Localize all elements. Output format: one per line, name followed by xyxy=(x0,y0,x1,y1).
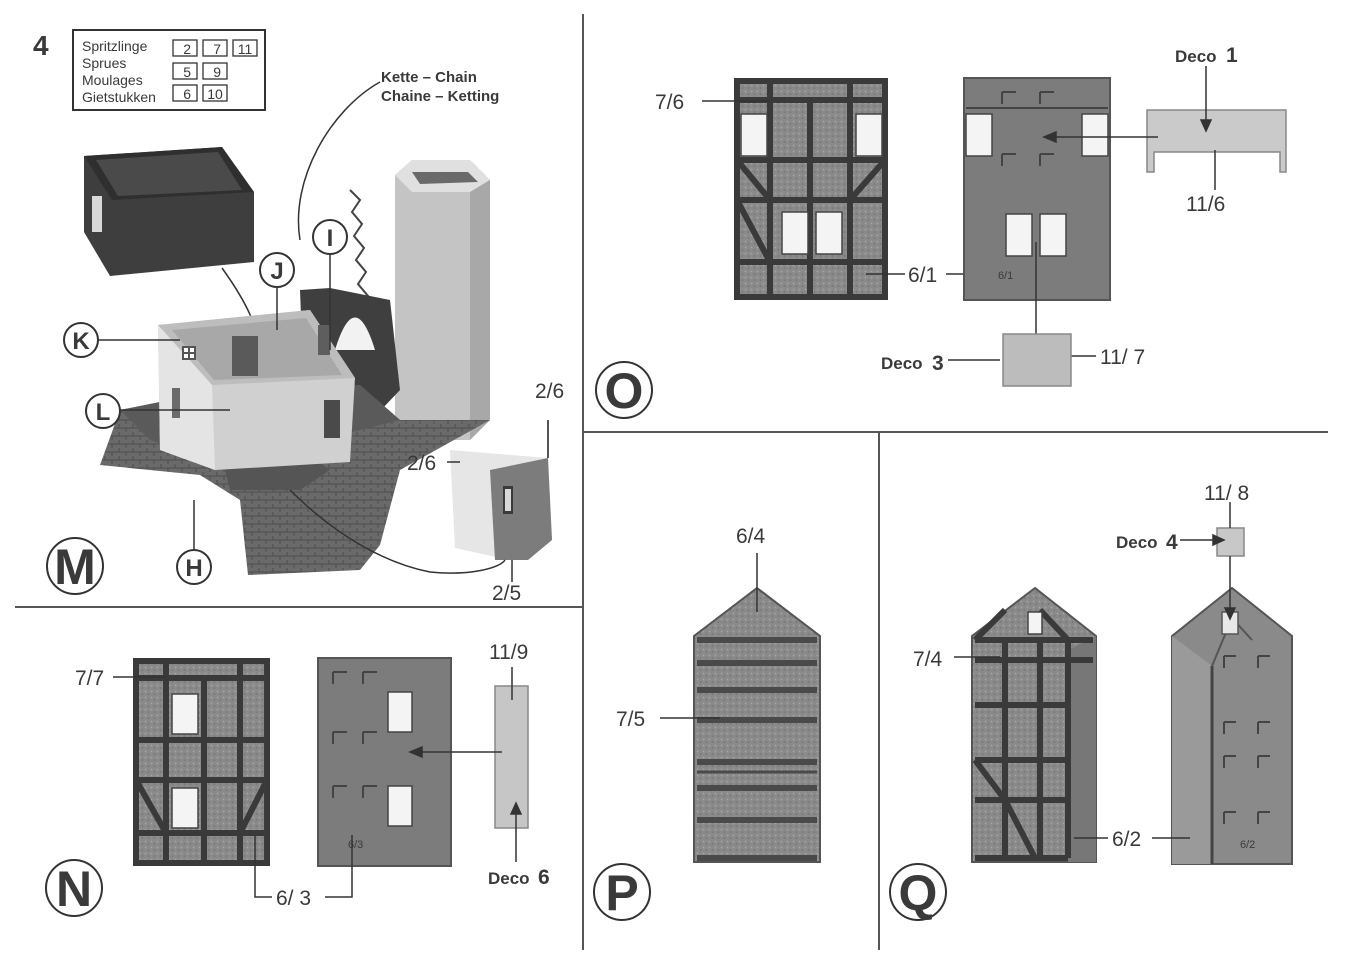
gable-panel-7-5 xyxy=(694,588,820,862)
emboss-6-3: 6/3 xyxy=(348,839,363,851)
step-badge-o: O xyxy=(596,362,652,419)
side-wall-part xyxy=(450,420,552,560)
gable-panel-7-4 xyxy=(972,588,1096,862)
svg-text:O: O xyxy=(605,363,644,419)
label-m-2-5: 2/5 xyxy=(492,582,521,605)
label-q-7-4: 7/4 xyxy=(913,648,943,671)
label-o-7-6: 7/6 xyxy=(655,91,684,114)
house-walls-part xyxy=(158,310,355,470)
legend-num-5: 5 xyxy=(183,64,191,80)
legend-sprues: Sprues xyxy=(82,55,126,71)
wall-panel-7-6 xyxy=(734,78,888,300)
wall-panel-7-7 xyxy=(133,658,270,866)
deco-3-part xyxy=(1003,334,1071,386)
panel-p: 6/4 7/5 P xyxy=(594,525,820,921)
svg-text:H: H xyxy=(185,555,202,582)
label-o-11-7: 11/ 7 xyxy=(1100,346,1145,369)
roof-box-part xyxy=(84,147,254,276)
label-q-deco4-word: Deco xyxy=(1116,533,1158,552)
legend-num-11: 11 xyxy=(238,41,253,57)
label-o-deco3-num: 3 xyxy=(932,352,944,375)
legend-moulages: Moulages xyxy=(82,72,143,88)
label-o-deco1-num: 1 xyxy=(1226,44,1238,67)
svg-text:N: N xyxy=(56,861,92,917)
svg-text:J: J xyxy=(270,258,283,285)
legend-num-10: 10 xyxy=(207,86,223,102)
panel-o: 7/6 6/1 6/1 xyxy=(596,44,1286,419)
marker-k: K xyxy=(64,323,98,357)
label-o-deco3-word: Deco xyxy=(881,354,923,373)
chain-label-line2: Chaine – Ketting xyxy=(381,88,499,105)
sprue-legend: Spritzlinge Sprues Moulages Gietstukken … xyxy=(73,30,265,110)
label-n-deco6-num: 6 xyxy=(538,866,550,889)
panel-n: 7/7 6/3 11/9 Deco 6 xyxy=(46,641,550,917)
deco-1-part xyxy=(1147,110,1286,172)
svg-text:Q: Q xyxy=(899,865,938,921)
label-n-deco6-word: Deco xyxy=(488,869,530,888)
chain-label-line1: Kette – Chain xyxy=(381,69,477,86)
label-q-6-2: 6/2 xyxy=(1112,828,1141,851)
label-p-7-5: 7/5 xyxy=(616,708,645,731)
marker-h: H xyxy=(177,550,211,584)
label-o-11-6: 11/6 xyxy=(1186,193,1225,216)
label-m-2-6-left: 2/6 xyxy=(407,452,436,475)
emboss-6-1: 6/1 xyxy=(998,270,1013,282)
svg-text:P: P xyxy=(605,865,638,921)
legend-num-7: 7 xyxy=(213,41,221,57)
step-badge-m: M xyxy=(47,538,103,595)
label-q-deco4-num: 4 xyxy=(1166,531,1178,554)
svg-text:K: K xyxy=(72,328,90,355)
wall-panel-6-1-back: 6/1 xyxy=(964,78,1110,300)
label-n-7-7: 7/7 xyxy=(75,667,104,690)
label-o-deco1-word: Deco xyxy=(1175,47,1217,66)
legend-spritzlinge: Spritzlinge xyxy=(82,38,148,54)
label-q-11-8: 11/ 8 xyxy=(1204,482,1249,505)
emboss-6-2: 6/2 xyxy=(1240,839,1255,851)
legend-num-9: 9 xyxy=(213,64,221,80)
svg-text:M: M xyxy=(54,539,96,595)
tower-part xyxy=(395,160,490,440)
legend-num-6: 6 xyxy=(183,86,191,102)
label-n-11-9: 11/9 xyxy=(489,641,528,664)
label-p-6-4: 6/4 xyxy=(736,525,766,548)
wall-panel-6-3: 6/3 xyxy=(318,658,451,866)
svg-text:L: L xyxy=(96,399,111,426)
label-m-2-6-top: 2/6 xyxy=(535,380,564,403)
label-o-6-1: 6/1 xyxy=(908,264,937,287)
step-badge-n: N xyxy=(46,860,102,917)
page-number: 4 xyxy=(33,30,49,61)
marker-j: J xyxy=(260,253,294,287)
legend-num-2: 2 xyxy=(183,41,191,57)
legend-gietstukken: Gietstukken xyxy=(82,89,156,105)
label-n-6-3: 6/ 3 xyxy=(276,887,311,910)
deco-6-part xyxy=(495,686,528,828)
panel-q: 6/2 11/ 8 Deco 4 7/4 6/2 Q xyxy=(890,482,1292,921)
marker-l: L xyxy=(86,394,120,428)
gable-panel-6-2: 6/2 xyxy=(1172,588,1292,864)
step-badge-q: Q xyxy=(890,864,946,921)
svg-text:I: I xyxy=(327,225,334,252)
marker-i: I xyxy=(313,220,347,254)
panel-m: 4 Spritzlinge Sprues Moulages Gietstukke… xyxy=(33,30,564,605)
step-badge-p: P xyxy=(594,864,650,921)
